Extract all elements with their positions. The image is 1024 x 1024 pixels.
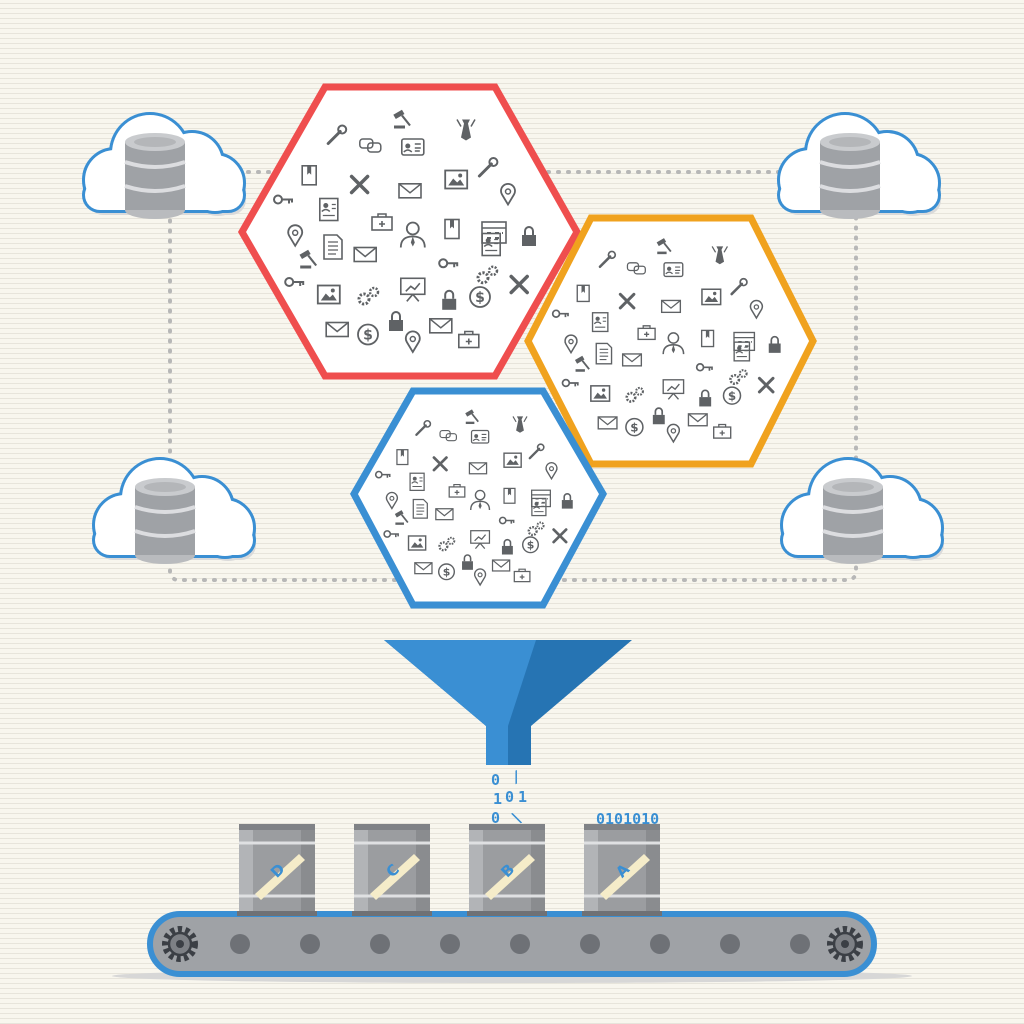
binary-stream: 0 / 1 0 1 0 \ [491, 767, 527, 828]
barrel-c: C [350, 822, 434, 918]
database-icon [818, 131, 882, 221]
cloud-database-top-left [85, 115, 246, 221]
cloud-database-bottom-right [783, 460, 944, 566]
belt-rollers [230, 934, 810, 954]
bit: 0 [491, 771, 500, 789]
bit: 0 [491, 809, 500, 827]
overflowing-bits: 0101010 [596, 810, 659, 828]
cloud-database-top-right [780, 115, 941, 221]
bit: 1 [493, 790, 502, 808]
bit: / [508, 767, 524, 787]
database-icon [133, 476, 197, 566]
barrel-d: D [235, 822, 319, 918]
database-icon [123, 131, 187, 221]
conveyor-belt [112, 911, 912, 983]
database-icon [821, 476, 885, 566]
funnel [384, 640, 632, 765]
cloud-database-bottom-left [95, 460, 256, 566]
barrel-b: B [465, 822, 549, 918]
hexagon-orange [524, 214, 817, 468]
bit: 1 [518, 788, 527, 806]
bit: 0 [505, 788, 514, 806]
barrel-a: A 0101010 [580, 810, 664, 918]
